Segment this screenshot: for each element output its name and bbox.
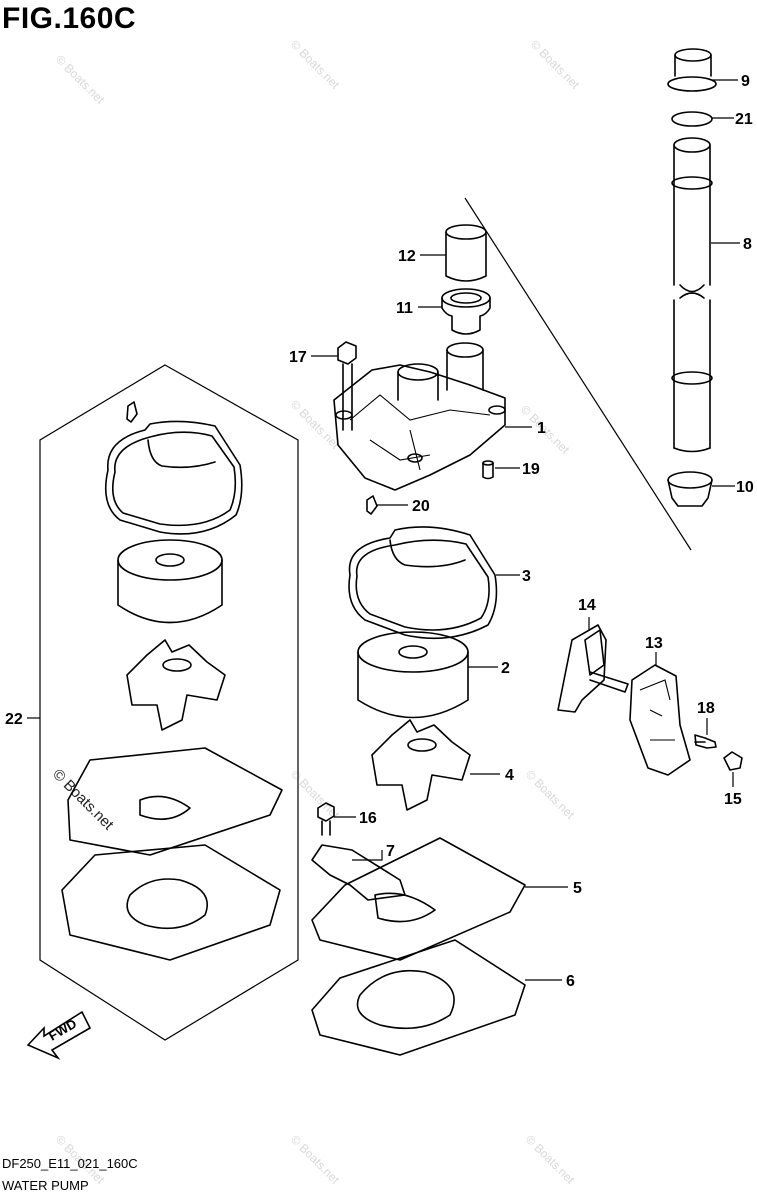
part-3-seal-ring: [348, 526, 498, 640]
kit-gasket-1-hole: [126, 878, 208, 930]
watermark-dark: © Boats.net: [49, 766, 117, 834]
callout-15: 15: [724, 791, 742, 808]
callout-6: 6: [566, 973, 575, 990]
fwd-arrow: FWD: [26, 1010, 92, 1060]
diagram-caption: WATER PUMP: [2, 1178, 89, 1193]
kit-gasket-1: [61, 844, 281, 961]
watermark: © Boats.net: [288, 37, 343, 92]
part-8-water-tube: [671, 137, 713, 453]
callout-17: 17: [289, 349, 307, 366]
callout-12: 12: [398, 248, 416, 265]
callouts: 9 21 8 10 12 11 17 1 19 20 3 2 4 16 7 5 …: [5, 73, 754, 990]
callout-2: 2: [501, 660, 510, 677]
watermark: © Boats.net: [523, 1132, 578, 1187]
diagram-code: DF250_E11_021_160C: [2, 1156, 138, 1171]
callout-9: 9: [741, 73, 750, 90]
kit-plate-1-hole: [139, 795, 191, 820]
callout-18: 18: [697, 700, 715, 717]
assembly-guide-line: [464, 197, 692, 551]
part-1-pump-housing: [333, 342, 506, 491]
part-19-pin: [482, 460, 494, 480]
callout-3: 3: [522, 568, 531, 585]
watermark: © Boats.net: [528, 37, 583, 92]
kit-key: [126, 401, 138, 423]
callout-8: 8: [743, 236, 752, 253]
part-9-grommet: [667, 48, 717, 92]
callout-7: 7: [386, 843, 395, 860]
part-16-bolt: [317, 802, 335, 836]
kit-seal-inner: [112, 431, 237, 527]
callout-13: 13: [645, 635, 663, 652]
watermark: © Boats.net: [523, 767, 578, 822]
part-21-oring: [671, 111, 713, 127]
kit-plate-1: [67, 747, 283, 856]
part-15-clip: [723, 751, 743, 771]
kit-liner: [117, 539, 223, 624]
tube-parts: [667, 48, 717, 507]
part-4-impeller: [371, 719, 471, 811]
kit-contents: [61, 401, 283, 961]
part-5-plate: [311, 837, 526, 961]
part-13-cover: [629, 664, 691, 776]
center-parts: [311, 224, 526, 1056]
callout-20: 20: [412, 498, 430, 515]
figure-title: FIG.160C: [2, 2, 136, 35]
kit-22-outline: [39, 364, 299, 1041]
part-11-bushing: [441, 288, 491, 335]
callout-5: 5: [573, 880, 582, 897]
part-20-key: [366, 495, 378, 515]
callout-21: 21: [735, 111, 753, 128]
leader-lines: [27, 79, 740, 981]
callout-1: 1: [537, 420, 546, 437]
callout-14: 14: [578, 597, 596, 614]
kit-seal: [104, 420, 243, 535]
part-6-gasket: [311, 939, 526, 1056]
callout-22: 22: [5, 711, 23, 728]
part-10-grommet: [667, 471, 713, 507]
callout-10: 10: [736, 479, 754, 496]
part-12-sleeve: [445, 224, 487, 282]
part-18-screw: [694, 734, 717, 749]
callout-19: 19: [522, 461, 540, 478]
part-14-cover: [557, 624, 629, 713]
watermark: © Boats.net: [53, 52, 108, 107]
watermark: © Boats.net: [288, 1132, 343, 1187]
bracket-parts: [557, 624, 743, 776]
callout-4: 4: [505, 767, 514, 784]
part-2-liner: [357, 631, 469, 719]
callout-16: 16: [359, 810, 377, 827]
kit-impeller: [126, 639, 226, 731]
callout-11: 11: [396, 300, 413, 317]
kit-seal-detail: [147, 439, 216, 469]
